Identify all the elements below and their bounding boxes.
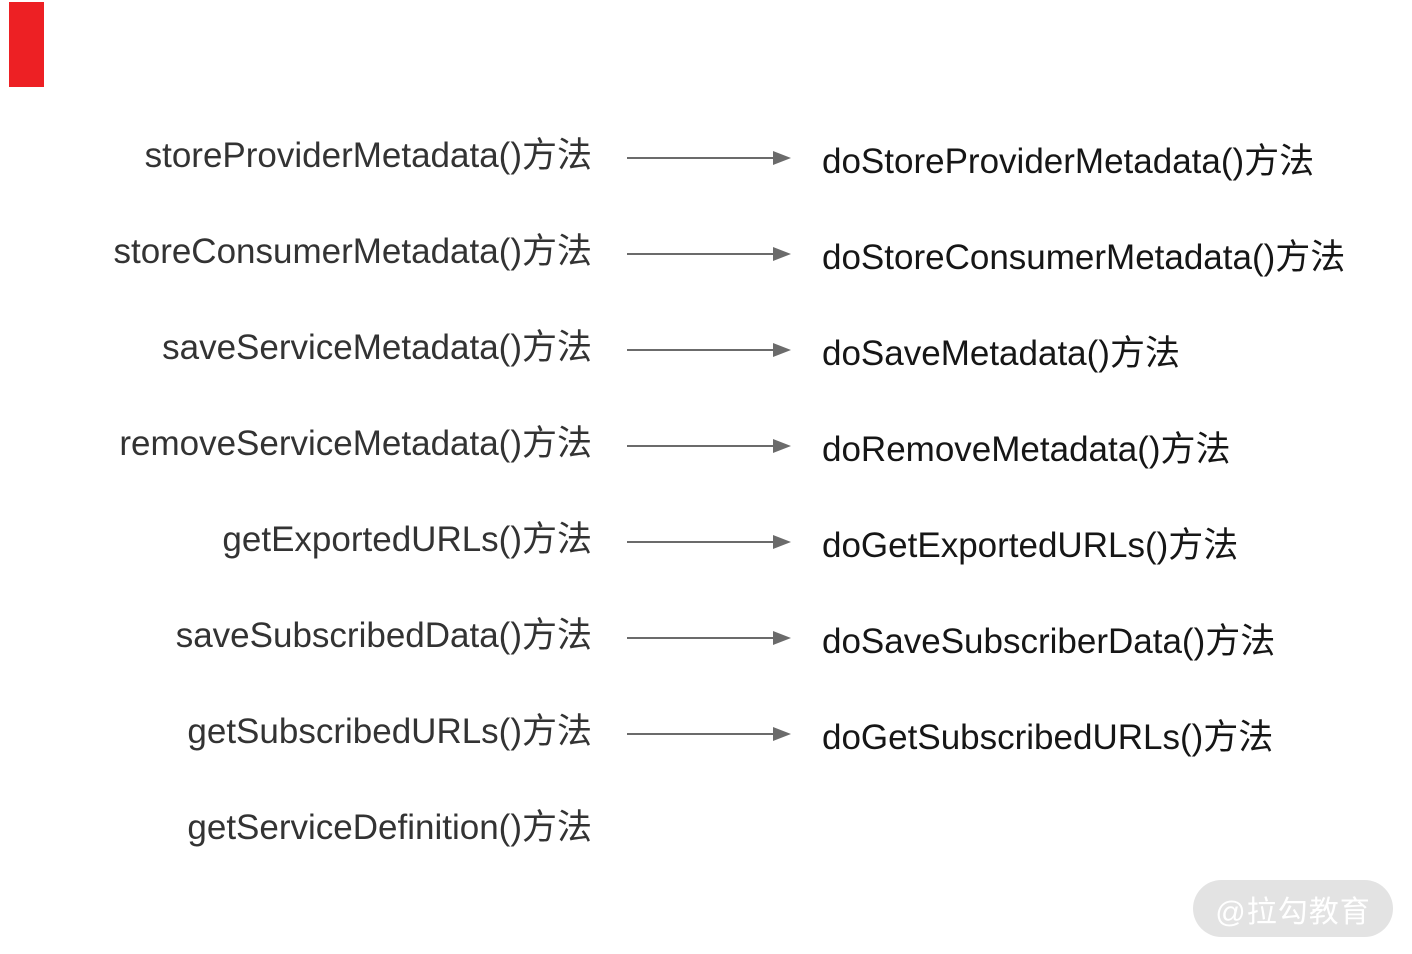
method-mapping-diagram: storeProviderMetadata()方法 doStoreProvide…: [0, 104, 1412, 872]
arrow-right-icon: [627, 439, 791, 453]
target-method-label: doSaveMetadata()方法: [822, 333, 1180, 373]
source-method-label: removeServiceMetadata()方法: [119, 423, 592, 463]
target-method-label: doStoreProviderMetadata()方法: [822, 141, 1315, 181]
mapping-row: saveServiceMetadata()方法 doSaveMetadata()…: [0, 296, 1412, 392]
arrow-cell: [592, 631, 822, 645]
source-method-label: getExportedURLs()方法: [222, 519, 592, 559]
target-method-label: doSaveSubscriberData()方法: [822, 621, 1276, 661]
arrow-right-icon: [627, 247, 791, 261]
red-marker: [9, 2, 44, 87]
arrow-right-icon: [627, 727, 791, 741]
arrow-right-icon: [627, 535, 791, 549]
target-method-label: doGetExportedURLs()方法: [822, 525, 1239, 565]
arrow-cell: [592, 439, 822, 453]
source-method-label: storeProviderMetadata()方法: [144, 135, 592, 175]
arrow-cell: [592, 727, 822, 741]
watermark-badge: @拉勾教育: [1193, 880, 1393, 937]
arrow-right-icon: [627, 151, 791, 165]
arrow-right-icon: [627, 343, 791, 357]
target-method-label: doRemoveMetadata()方法: [822, 429, 1231, 469]
mapping-row: saveSubscribedData()方法 doSaveSubscriberD…: [0, 584, 1412, 680]
source-method-label: saveSubscribedData()方法: [175, 615, 592, 655]
source-method-label: storeConsumerMetadata()方法: [113, 231, 593, 271]
target-method-label: doStoreConsumerMetadata()方法: [822, 237, 1346, 277]
mapping-row: getExportedURLs()方法 doGetExportedURLs()方…: [0, 488, 1412, 584]
arrow-cell: [592, 535, 822, 549]
mapping-row: getServiceDefinition()方法: [0, 776, 1412, 872]
mapping-row: storeConsumerMetadata()方法 doStoreConsume…: [0, 200, 1412, 296]
watermark-label: @拉勾教育: [1215, 895, 1371, 929]
target-method-label: doGetSubscribedURLs()方法: [822, 717, 1274, 757]
arrow-right-icon: [627, 631, 791, 645]
arrow-cell: [592, 151, 822, 165]
source-method-label: saveServiceMetadata()方法: [162, 327, 592, 367]
source-method-label: getSubscribedURLs()方法: [187, 711, 592, 751]
mapping-row: getSubscribedURLs()方法 doGetSubscribedURL…: [0, 680, 1412, 776]
mapping-row: storeProviderMetadata()方法 doStoreProvide…: [0, 104, 1412, 200]
arrow-cell: [592, 343, 822, 357]
source-method-label: getServiceDefinition()方法: [187, 807, 592, 847]
arrow-cell: [592, 247, 822, 261]
mapping-row: removeServiceMetadata()方法 doRemoveMetada…: [0, 392, 1412, 488]
